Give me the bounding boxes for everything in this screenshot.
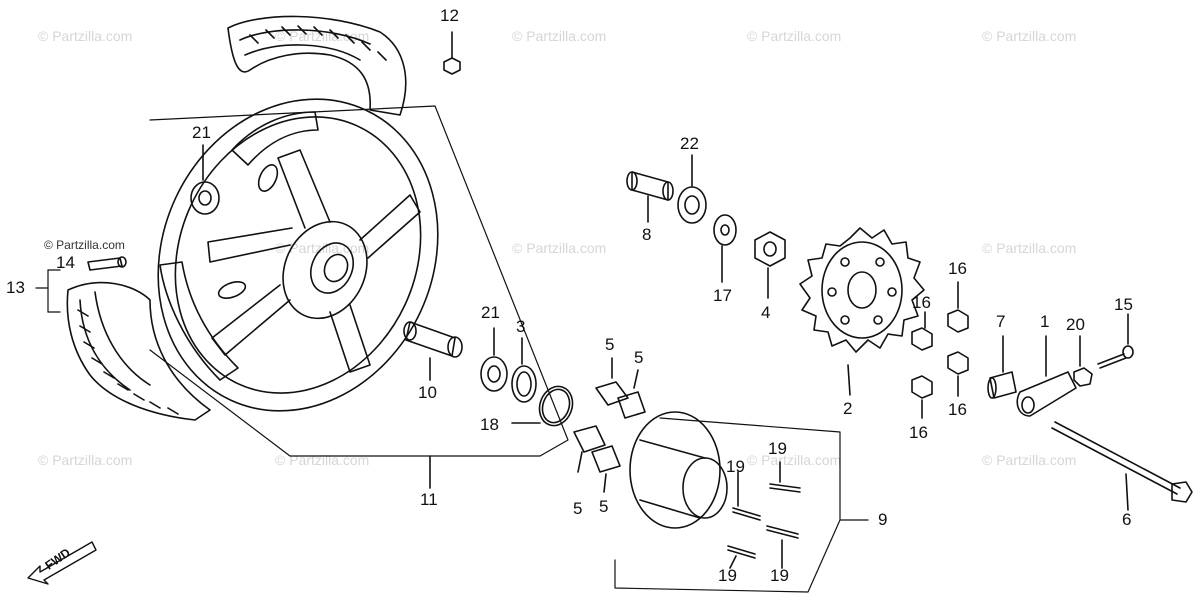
watermark: © Partzilla.com — [38, 452, 133, 468]
callout-4: 4 — [761, 303, 771, 322]
callout-2: 2 — [843, 399, 853, 418]
watermark: © Partzilla.com — [38, 28, 133, 44]
callout-19: 19 — [726, 457, 745, 476]
callout-3: 3 — [516, 317, 526, 336]
sprocket-hub-9 — [629, 411, 728, 529]
tire-upper-part — [227, 15, 407, 116]
callout-17: 17 — [713, 286, 732, 305]
wheel-group-outline — [149, 105, 569, 457]
callout-21-lower: 21 — [481, 303, 500, 322]
callout-13: 13 — [6, 278, 25, 297]
valve-14 — [87, 256, 127, 271]
bearing-21-upper — [190, 144, 220, 215]
callout-16: 16 — [909, 423, 928, 442]
callout-10: 10 — [418, 383, 437, 402]
washer-17 — [713, 214, 737, 283]
callout-22: 22 — [680, 134, 699, 153]
watermark: © Partzilla.com — [512, 28, 607, 44]
fwd-arrow-icon — [27, 541, 97, 585]
callout-6: 6 — [1122, 510, 1132, 529]
sleeve-10 — [403, 321, 463, 381]
callout-19: 19 — [770, 566, 789, 585]
axle-6 — [1051, 421, 1193, 511]
seal-3 — [511, 337, 537, 403]
collar-8 — [626, 171, 674, 223]
callout-5: 5 — [599, 497, 609, 516]
dampers-5 — [573, 357, 646, 493]
nut-4 — [754, 231, 786, 299]
callout-5: 5 — [573, 499, 583, 518]
callout-16: 16 — [912, 293, 931, 312]
tire-lower-part — [66, 281, 211, 421]
callout-5: 5 — [605, 335, 615, 354]
callout-15: 15 — [1114, 295, 1133, 314]
watermark: © Partzilla.com — [747, 28, 842, 44]
collar-7 — [987, 335, 1017, 399]
callout-21: 21 — [192, 123, 211, 142]
callout-8: 8 — [642, 225, 652, 244]
callout-5: 5 — [634, 348, 644, 367]
watermark: © Partzilla.com — [982, 240, 1077, 256]
bearing-22 — [677, 154, 707, 224]
callout-9: 9 — [878, 510, 888, 529]
watermark: © Partzilla.com — [982, 28, 1077, 44]
watermark: © Partzilla.com — [275, 28, 370, 44]
bolt-12 — [443, 31, 461, 75]
hub-group-outline — [614, 417, 869, 593]
callout-16: 16 — [948, 400, 967, 419]
watermark: © Partzilla.com — [982, 452, 1077, 468]
watermark: © Partzilla.com — [747, 452, 842, 468]
callout-16: 16 — [948, 259, 967, 278]
oring-18 — [511, 385, 574, 427]
callout-1: 1 — [1040, 312, 1050, 331]
nuts-16 — [911, 281, 969, 419]
bearing-21-lower — [480, 327, 508, 392]
callout-12: 12 — [440, 6, 459, 25]
callout-11: 11 — [420, 490, 438, 509]
wheel-spokes — [207, 149, 421, 373]
bolt-15 — [1097, 313, 1134, 369]
callout-18: 18 — [480, 415, 499, 434]
wheel-rim — [157, 98, 439, 412]
sprocket-2 — [799, 227, 925, 396]
adjuster-1 — [1016, 335, 1077, 417]
studs-19 — [727, 461, 801, 569]
leader-13 — [35, 269, 61, 313]
callout-7: 7 — [996, 312, 1006, 331]
callout-19: 19 — [768, 439, 787, 458]
watermark: © Partzilla.com — [44, 238, 125, 252]
callout-14: 14 — [56, 253, 75, 272]
watermark: © Partzilla.com — [512, 240, 607, 256]
callout-20: 20 — [1066, 315, 1085, 334]
callout-19: 19 — [718, 566, 737, 585]
nut-20 — [1073, 335, 1093, 387]
